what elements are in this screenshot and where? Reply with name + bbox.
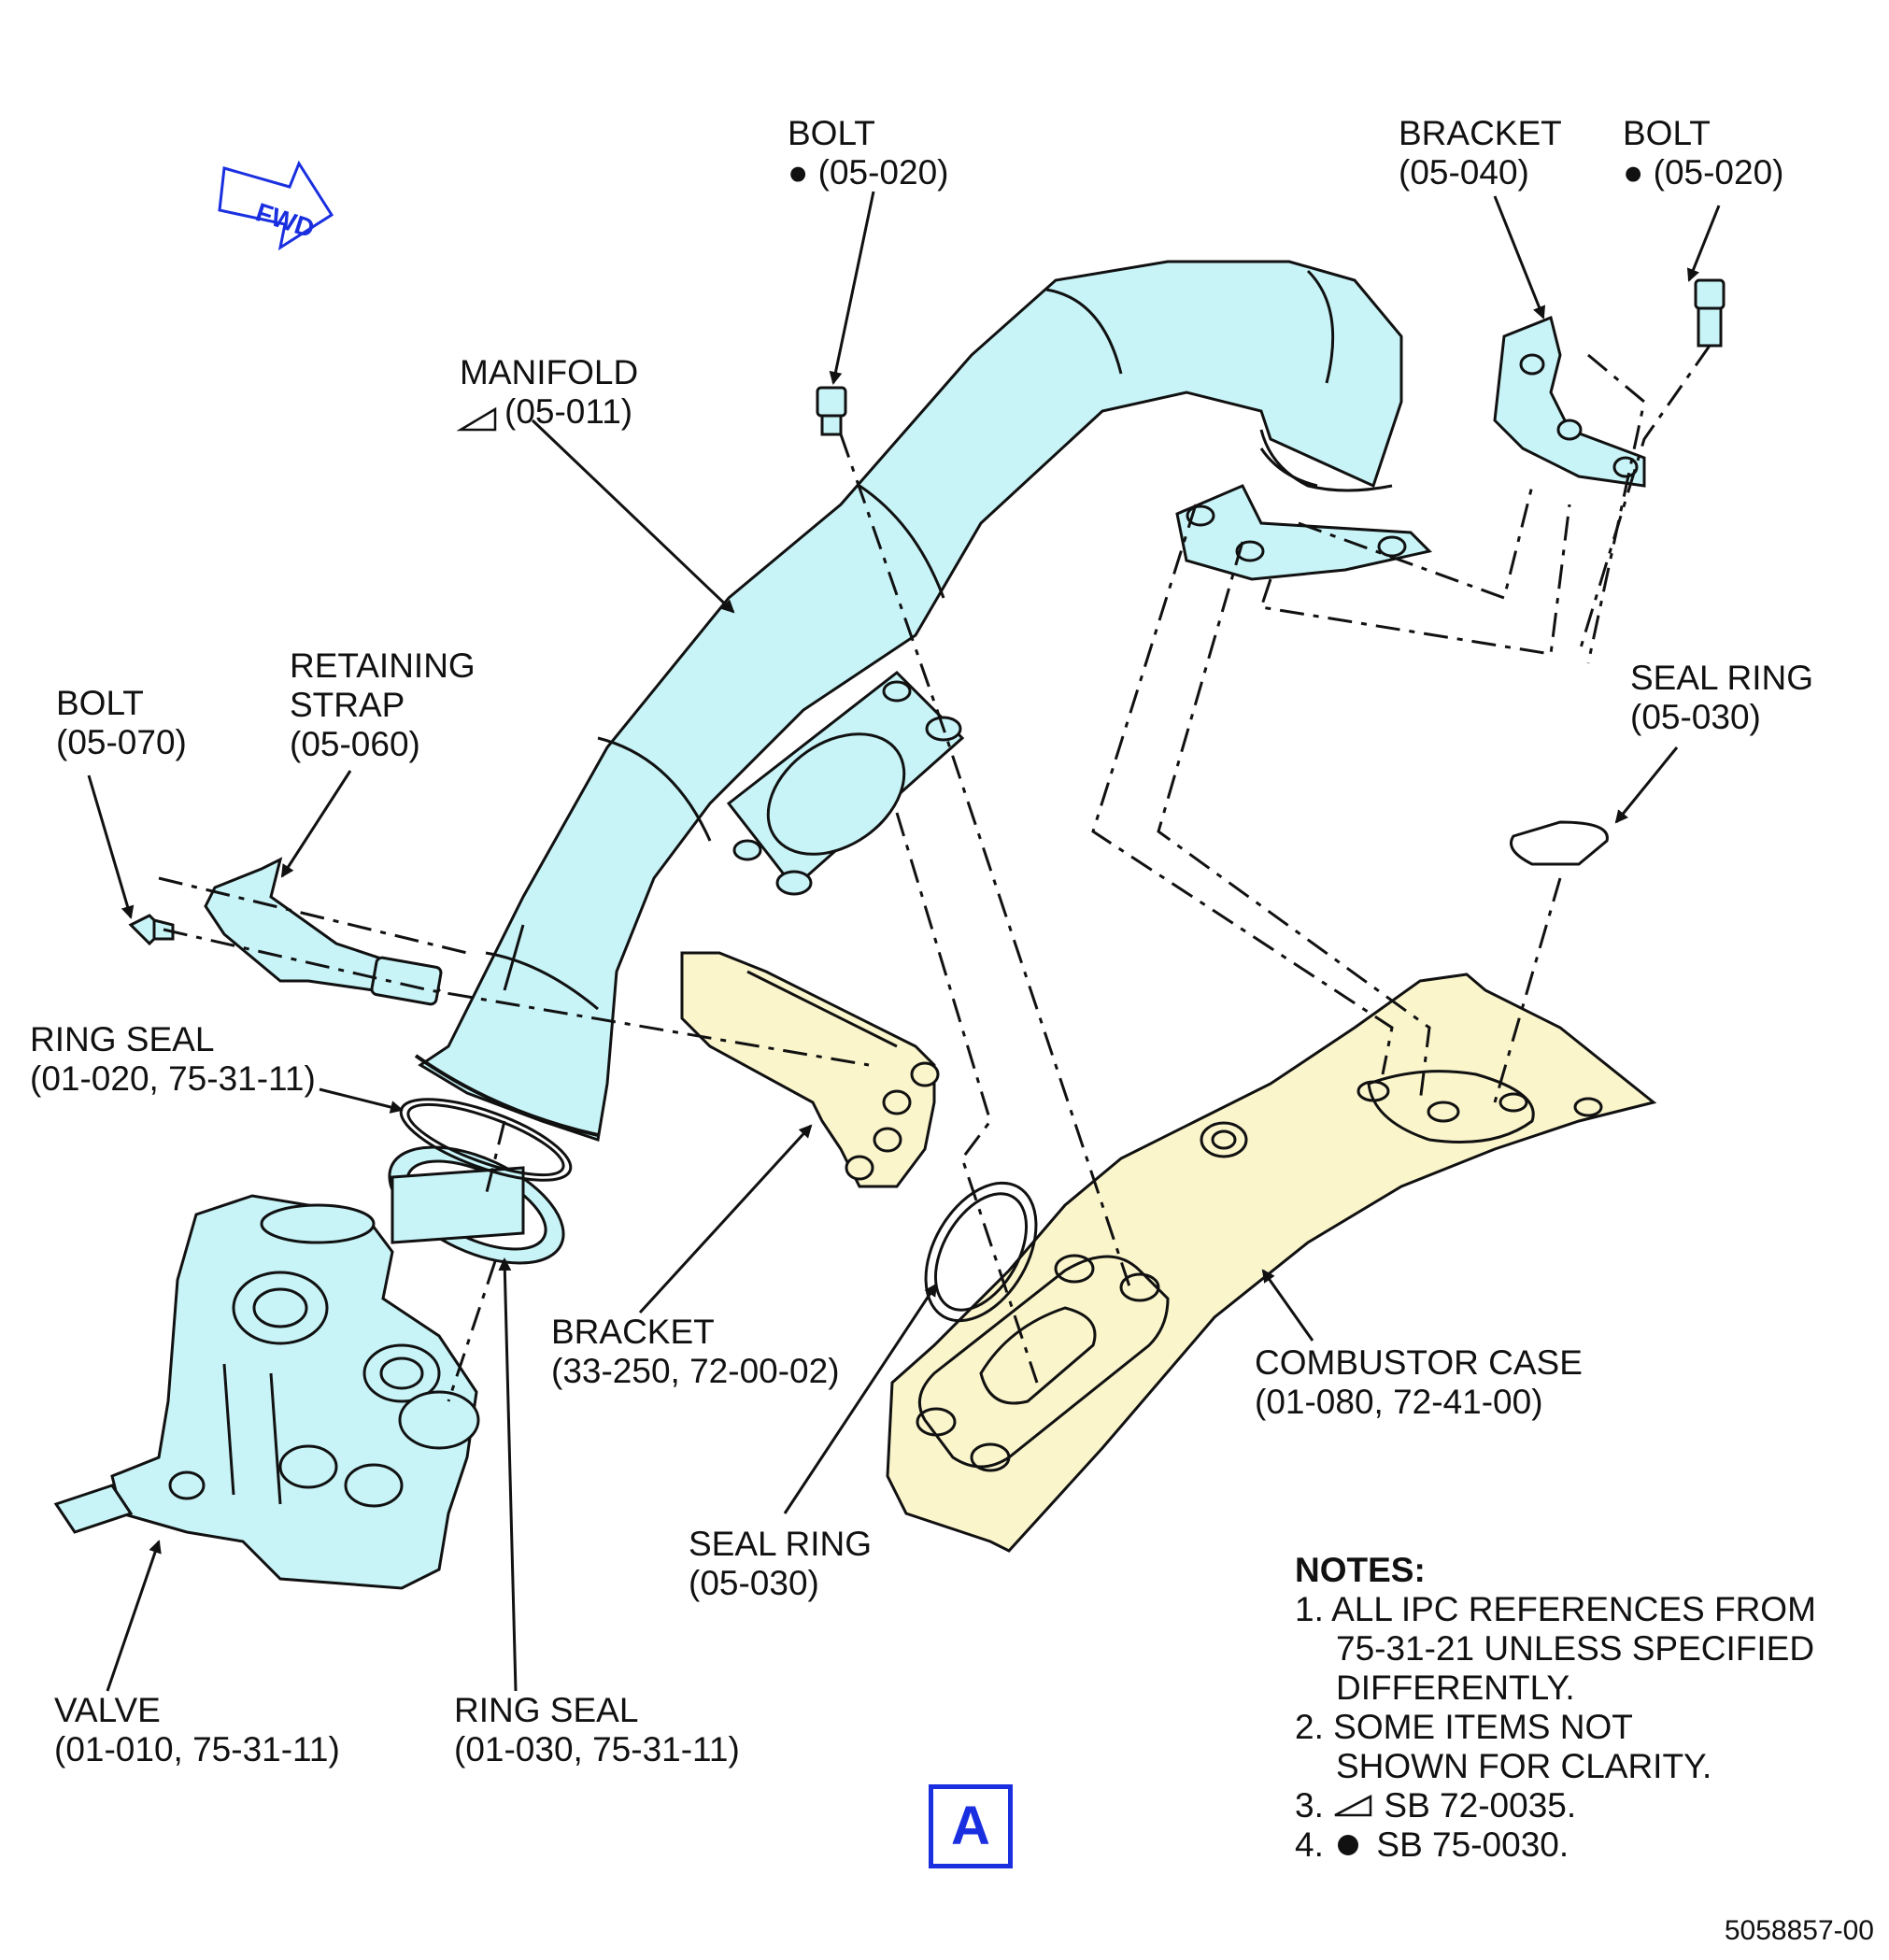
- label-name: BRACKET: [1399, 114, 1562, 152]
- label-ref: (01-080, 72-41-00): [1255, 1383, 1543, 1421]
- label-bolt-left: BOLT (05-070): [56, 684, 187, 762]
- note-num: 4.: [1295, 1825, 1324, 1864]
- label-ring-seal-lower: RING SEAL (01-030, 75-31-11): [454, 1691, 740, 1769]
- note-num: 1.: [1295, 1590, 1324, 1628]
- label-ref: (05-040): [1399, 153, 1529, 192]
- label-retaining-strap: RETAINING STRAP (05-060): [290, 646, 476, 764]
- label-name: MANIFOLD: [460, 353, 639, 391]
- note-line: ALL IPC REFERENCES FROM: [1331, 1590, 1816, 1628]
- bolt-top-right: [1694, 278, 1726, 348]
- label-name: VALVE: [54, 1691, 161, 1729]
- note-text: SB 72-0035.: [1384, 1786, 1577, 1825]
- label-name: BRACKET: [551, 1313, 715, 1351]
- label-bracket-center: BRACKET (33-250, 72-00-02): [551, 1313, 840, 1391]
- manifold: [414, 260, 1432, 1142]
- label-line2: STRAP: [290, 686, 405, 724]
- label-bolt-top-right: BOLT ● (05-020): [1623, 114, 1783, 192]
- bracket-center: [680, 951, 940, 1188]
- retaining-strap: [204, 857, 443, 1006]
- note-text: SB 75-0030.: [1376, 1825, 1569, 1864]
- label-ref: (01-020, 75-31-11): [30, 1059, 316, 1098]
- note-line: SHOWN FOR CLARITY.: [1336, 1747, 1712, 1785]
- label-ref: (05-060): [290, 725, 420, 763]
- notes-block: NOTES: 1. ALL IPC REFERENCES FROM 75-31-…: [1295, 1551, 1816, 1865]
- label-bracket-top-right: BRACKET (05-040): [1399, 114, 1562, 192]
- note-line: SOME ITEMS NOT: [1333, 1708, 1633, 1746]
- label-line1: RETAINING: [290, 646, 476, 685]
- label-ref: (05-070): [56, 723, 187, 761]
- label-seal-ring-center: SEAL RING (05-030): [689, 1525, 872, 1603]
- note-item-3: 3. SB 72-0035.: [1295, 1786, 1816, 1825]
- label-ring-seal-upper: RING SEAL (01-020, 75-31-11): [30, 1020, 316, 1099]
- label-ref: (01-010, 75-31-11): [54, 1730, 340, 1768]
- note-line: DIFFERENTLY.: [1336, 1669, 1575, 1707]
- label-name: BOLT: [1623, 114, 1711, 152]
- dot-mark-icon: [1338, 1835, 1359, 1855]
- label-ref: ● (05-020): [788, 153, 949, 192]
- label-manifold: MANIFOLD (05-011): [460, 353, 638, 432]
- seal-ring-center: [924, 1181, 1038, 1323]
- view-a-marker: A: [929, 1784, 1013, 1868]
- assembly-center-lines: [158, 345, 1711, 1402]
- label-seal-ring-right: SEAL RING (05-030): [1630, 659, 1813, 737]
- bolt-top-center: [816, 386, 847, 436]
- ring-seal-lower: [388, 1145, 565, 1265]
- seal-ring-right: [1510, 820, 1609, 866]
- leader-lines: [87, 191, 1721, 1692]
- bracket-top-right: [1493, 315, 1646, 488]
- document-number: 5058857-00: [1724, 1915, 1874, 1946]
- valve: [53, 1194, 480, 1590]
- manifold-triangle-mark: [456, 406, 497, 432]
- label-name: COMBUSTOR CASE: [1255, 1343, 1583, 1382]
- note-item-1: 1. ALL IPC REFERENCES FROM: [1295, 1590, 1816, 1629]
- label-name: BOLT: [788, 114, 875, 152]
- note-line: 75-31-21 UNLESS SPECIFIED: [1336, 1629, 1815, 1668]
- note-num: 3.: [1295, 1786, 1324, 1825]
- notes-heading: NOTES:: [1295, 1551, 1426, 1589]
- label-ref: (05-030): [1630, 698, 1761, 736]
- label-ref: (05-030): [689, 1564, 819, 1602]
- label-name: RING SEAL: [454, 1691, 639, 1729]
- label-name: SEAL RING: [1630, 659, 1814, 697]
- label-valve: VALVE (01-010, 75-31-11): [54, 1691, 340, 1769]
- label-ref: (01-030, 75-31-11): [454, 1730, 740, 1768]
- triangle-mark-icon: [1334, 1794, 1372, 1817]
- label-bolt-top-center: BOLT ● (05-020): [788, 114, 948, 192]
- note-item-2: 2. SOME ITEMS NOT: [1295, 1708, 1816, 1747]
- label-name: SEAL RING: [689, 1525, 873, 1563]
- label-ref: (05-011): [504, 392, 633, 431]
- label-name: BOLT: [56, 684, 144, 722]
- combustor-case: [886, 973, 1657, 1553]
- fwd-arrow: FWD: [218, 160, 334, 251]
- label-combustor-case: COMBUSTOR CASE (01-080, 72-41-00): [1255, 1343, 1583, 1422]
- note-item-4: 4. SB 75-0030.: [1295, 1825, 1816, 1865]
- label-name: RING SEAL: [30, 1020, 215, 1058]
- label-ref: ● (05-020): [1623, 153, 1784, 192]
- label-ref: (33-250, 72-00-02): [551, 1352, 840, 1390]
- note-num: 2.: [1295, 1708, 1324, 1746]
